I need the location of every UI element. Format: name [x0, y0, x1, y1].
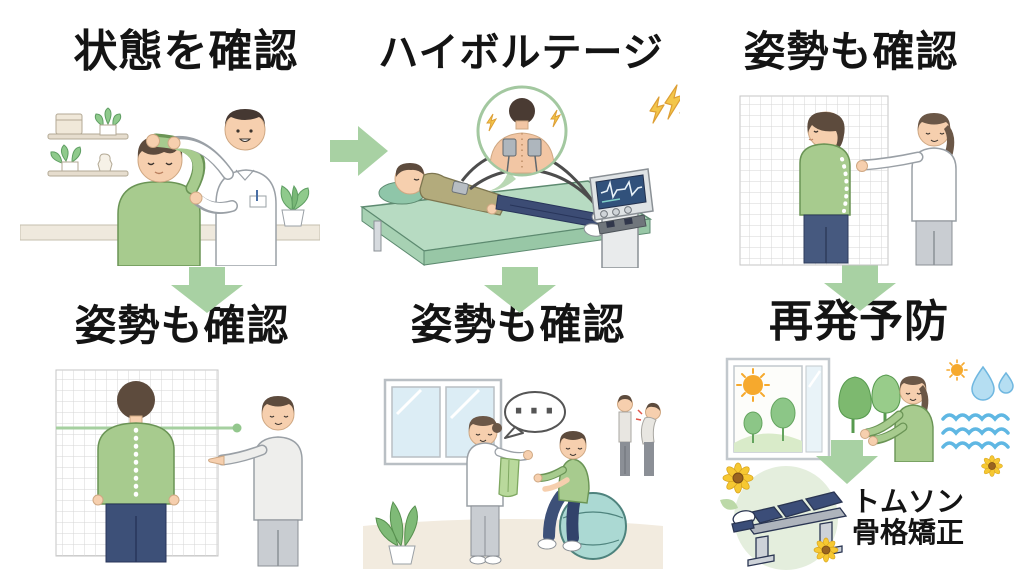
speech-bubble — [504, 391, 566, 439]
panel-title-posture-check-2: 姿勢も確認 — [74, 301, 290, 350]
panel-title-high-voltage: ハイボルテージ — [378, 30, 664, 76]
thomson-label-line2: 骨格矯正 — [852, 516, 965, 549]
leaf-icon — [720, 499, 738, 510]
electrotherapy-illustration — [359, 84, 680, 268]
good-posture-figure — [617, 395, 633, 476]
arrow-down-icon — [816, 440, 878, 484]
practitioner-figure — [215, 109, 277, 266]
arrow-down-icon — [171, 267, 243, 313]
posture-back-view-illustration — [55, 369, 303, 567]
sunflower-icon — [981, 455, 1003, 477]
panel-title-posture-check-1: 姿勢も確認 — [743, 27, 959, 76]
hydration-icon — [941, 359, 1014, 450]
neck-check-illustration — [20, 107, 320, 266]
speech-bubble-text: ··· — [512, 393, 560, 429]
patient-figure — [117, 133, 206, 266]
thomson-table-illustration — [720, 440, 1003, 570]
electrotherapy-machine — [589, 168, 654, 268]
slouched-posture-figure — [635, 402, 661, 476]
arrow-down-icon — [484, 267, 556, 313]
window-sunny-park-icon — [725, 357, 831, 461]
panel-title-check-condition: 状態を確認 — [73, 26, 299, 77]
thomson-label-line1: トムソン — [852, 485, 965, 518]
thomson-table — [731, 491, 848, 567]
posture-grid-illustration — [739, 95, 957, 266]
sunflower-icon — [722, 462, 754, 494]
prevention-icons-illustration — [725, 357, 1014, 462]
arrow-right-icon — [330, 126, 388, 176]
sunflower-icon — [813, 537, 839, 563]
thomson-correction-label: トムソン 骨格矯正 — [852, 486, 1022, 548]
electrode-pads-inset — [486, 98, 562, 174]
lightning-bolts-icon — [649, 84, 680, 124]
exercise-guidance-illustration — [363, 378, 663, 569]
arrow-down-icon — [824, 265, 896, 311]
outdoor-walk-icon — [838, 374, 934, 462]
